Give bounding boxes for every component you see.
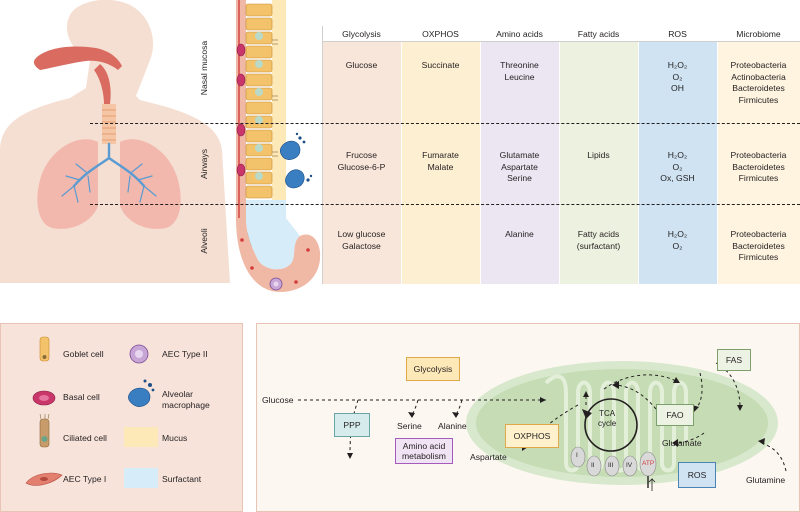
surfactant-swatch bbox=[124, 468, 158, 488]
col-bg-glycolysis bbox=[322, 42, 401, 284]
glucose-label: Glucose bbox=[262, 395, 294, 405]
region-divider-2 bbox=[90, 204, 800, 205]
complex-iii bbox=[604, 455, 620, 477]
goblet-cell-icon bbox=[39, 336, 50, 362]
region-label-airways: Airways bbox=[199, 148, 209, 180]
aec-type-i-icon bbox=[25, 472, 63, 486]
header-oxphos: OXPHOS bbox=[422, 29, 459, 39]
respiratory-anatomy-illustration bbox=[0, 0, 230, 283]
complex-iii-label: III bbox=[608, 462, 614, 469]
col-bg-oxphos bbox=[401, 42, 480, 284]
complex-ii bbox=[586, 455, 602, 477]
metabolic-pathway-diagram bbox=[298, 361, 787, 491]
header-amino-acids: Amino acids bbox=[496, 29, 543, 39]
region-label-nasal-mucosa: Nasal mucosa bbox=[199, 40, 209, 96]
tca-cycle-icon bbox=[584, 398, 638, 452]
epithelium-panel bbox=[196, 0, 326, 300]
legend-aec-type-ii: AEC Type II bbox=[162, 349, 208, 359]
legend-aec-type-i: AEC Type I bbox=[63, 474, 107, 484]
col-bg-microbiome bbox=[717, 42, 800, 284]
alanine-label: Alanine bbox=[438, 421, 467, 431]
aec-type-ii-icon bbox=[129, 344, 149, 364]
mitochondrion-inner bbox=[476, 369, 768, 477]
cell-airways-fatty-acids: Lipids bbox=[587, 150, 610, 160]
complex-iv bbox=[622, 455, 638, 477]
complex-ii-label: II bbox=[591, 462, 595, 469]
atp-label: ATP bbox=[642, 460, 655, 467]
ppp-box: PPP bbox=[334, 413, 370, 437]
glutamine-label: Glutamine bbox=[746, 475, 786, 485]
aspartate-label: Aspartate bbox=[470, 452, 507, 462]
legend-mucus: Mucus bbox=[162, 433, 188, 443]
anatomy-panel bbox=[0, 0, 240, 283]
mucus-swatch bbox=[124, 427, 158, 447]
glutamate-label: Glutamate bbox=[662, 438, 702, 448]
fao-box: FAO bbox=[656, 404, 694, 426]
complex-i-label: I bbox=[576, 452, 578, 459]
metabolite-table bbox=[322, 26, 800, 284]
serine-label: Serine bbox=[397, 421, 422, 431]
oxphos-box: OXPHOS bbox=[505, 424, 559, 448]
cell-nasal-oxphos: Succinate bbox=[421, 60, 460, 70]
complex-iv-label: IV bbox=[626, 462, 633, 469]
col-bg-amino-acids bbox=[480, 42, 559, 284]
header-ros: ROS bbox=[668, 29, 687, 39]
legend-goblet-cell: Goblet cell bbox=[63, 349, 104, 359]
legend-icons bbox=[25, 336, 158, 488]
header-glycolysis: Glycolysis bbox=[342, 29, 381, 39]
ciliated-cell-icon bbox=[39, 413, 50, 448]
cell-nasal-glycolysis: Glucose bbox=[345, 60, 378, 70]
complex-i bbox=[570, 446, 586, 468]
cell-alveoli-amino-acids: Alanine bbox=[505, 229, 534, 239]
fas-box: FAS bbox=[717, 349, 751, 371]
header-fatty-acids: Fatty acids bbox=[577, 29, 620, 39]
header-microbiome: Microbiome bbox=[736, 29, 781, 39]
region-divider-1 bbox=[90, 123, 800, 124]
basal-cell-icon bbox=[32, 390, 56, 406]
ros-box: ROS bbox=[678, 462, 716, 488]
epithelium-illustration bbox=[236, 0, 321, 292]
alveolar-macrophage-icon bbox=[128, 379, 155, 407]
legend-ciliated-cell: Ciliated cell bbox=[63, 433, 107, 443]
legend-surfactant: Surfactant bbox=[162, 474, 202, 484]
legend-basal-cell: Basal cell bbox=[63, 392, 100, 402]
cell-alveoli-fatty-acids: Fatty acids(surfactant) bbox=[576, 229, 621, 251]
col-bg-fatty-acids bbox=[559, 42, 638, 284]
region-label-alveoli: Alveoli bbox=[199, 228, 209, 254]
col-bg-ros bbox=[638, 42, 717, 284]
glycolysis-box: Glycolysis bbox=[406, 357, 460, 381]
